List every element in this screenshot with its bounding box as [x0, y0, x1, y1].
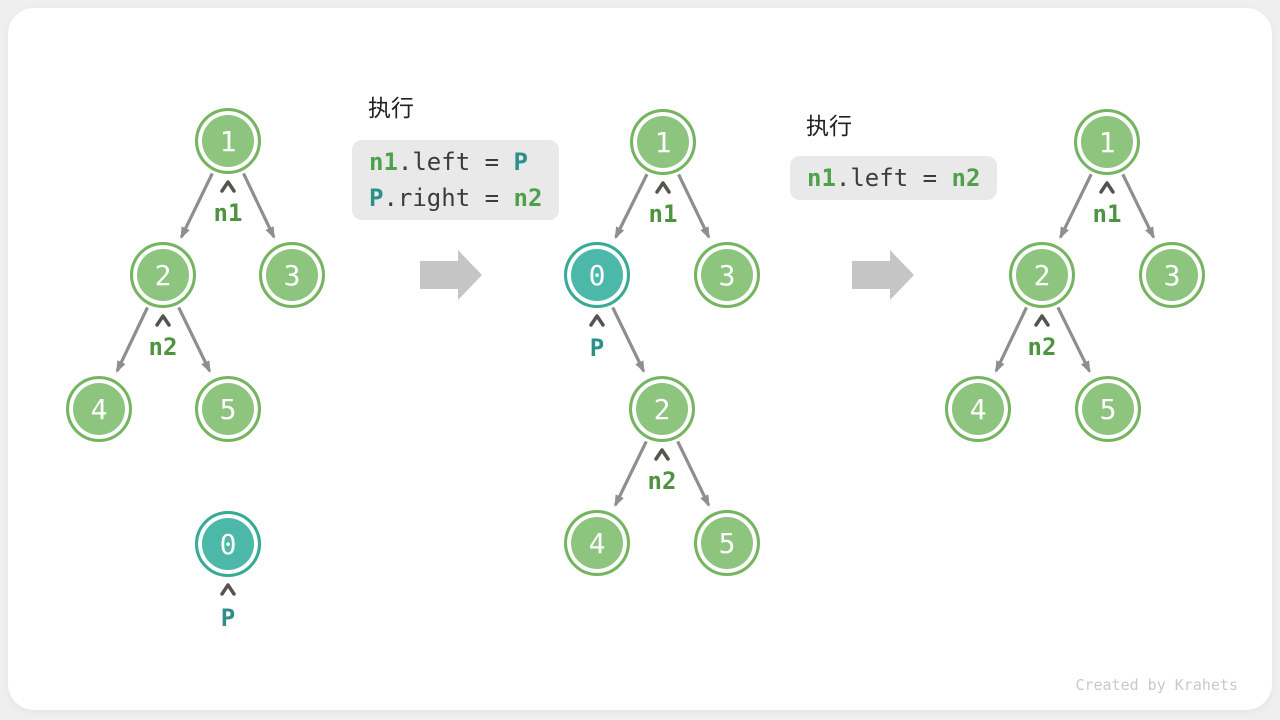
code-token: .left = [835, 164, 952, 192]
tree-edge [611, 306, 646, 374]
code-token: n1 [369, 148, 398, 176]
tree-node-5: 5 [1075, 376, 1141, 442]
tree-node-5: 5 [195, 376, 261, 442]
code-block-title: 执行 [806, 114, 852, 140]
pointer-label-n2: n2 [1027, 333, 1057, 361]
tree-edge [1121, 173, 1155, 240]
tree-node-2: 2 [629, 376, 695, 442]
tree-edge [1056, 306, 1091, 374]
pointer-label-P: P [589, 334, 605, 362]
code-token: P [513, 148, 528, 176]
tree-edge [676, 440, 711, 508]
pointer-caret-icon [655, 181, 671, 194]
tree-node-4: 4 [945, 376, 1011, 442]
tree-node-3: 3 [259, 242, 325, 308]
pointer-label-n1: n1 [648, 200, 678, 228]
pointer-label-P: P [220, 604, 236, 632]
code-token: .left = [397, 148, 514, 176]
tree-edge [1059, 173, 1093, 240]
pointer-caret-icon [1099, 181, 1115, 194]
code-token: P [369, 184, 384, 212]
pointer-caret-icon [220, 180, 236, 193]
code-token: n2 [513, 184, 543, 212]
tree-node-1: 1 [630, 109, 696, 175]
code-block-title: 执行 [368, 96, 414, 122]
code-token: n2 [951, 164, 981, 192]
step-arrow-icon [420, 250, 482, 300]
code-line: P.right = n2 [369, 180, 542, 216]
tree-node-1: 1 [195, 108, 261, 174]
code-line: n1.left = n2 [807, 160, 980, 196]
pointer-label-n1: n1 [1092, 200, 1122, 228]
code-line: n1.left = P [369, 144, 542, 180]
tree-edge [177, 306, 212, 374]
code-block-2: 执行 n1.left = n2 [790, 112, 998, 200]
tree-node-1: 1 [1074, 109, 1140, 175]
tree-node-3: 3 [1139, 242, 1205, 308]
tree-node-2: 2 [1009, 242, 1075, 308]
tree-node-0: 0 [564, 242, 630, 308]
tree-node-5: 5 [694, 510, 760, 576]
tree-edge [242, 172, 276, 239]
tree-edge [613, 440, 648, 508]
credit-text: Created by Krahets [1075, 676, 1238, 694]
code-snippet: n1.left = n2 [790, 156, 998, 200]
step-arrow-icon [852, 250, 914, 300]
tree-node-3: 3 [694, 242, 760, 308]
code-token: .right = [383, 184, 514, 212]
pointer-label-n1: n1 [213, 199, 243, 227]
pointer-caret-icon [1034, 314, 1050, 327]
tree-edge [994, 306, 1028, 373]
pointer-caret-icon [220, 583, 236, 596]
tree-node-4: 4 [564, 510, 630, 576]
pointer-label-n2: n2 [647, 467, 677, 495]
tree-node-2: 2 [130, 242, 196, 308]
tree-edge [179, 172, 214, 240]
tree-edge [614, 173, 649, 240]
pointer-caret-icon [654, 448, 670, 461]
tree-edge [677, 173, 711, 239]
tree-node-0: 0 [195, 511, 261, 577]
pointer-label-n2: n2 [148, 333, 178, 361]
pointer-caret-icon [155, 314, 171, 327]
tree-node-4: 4 [66, 376, 132, 442]
tree-edge [115, 306, 149, 373]
code-token: n1 [807, 164, 836, 192]
pointer-caret-icon [589, 314, 605, 327]
